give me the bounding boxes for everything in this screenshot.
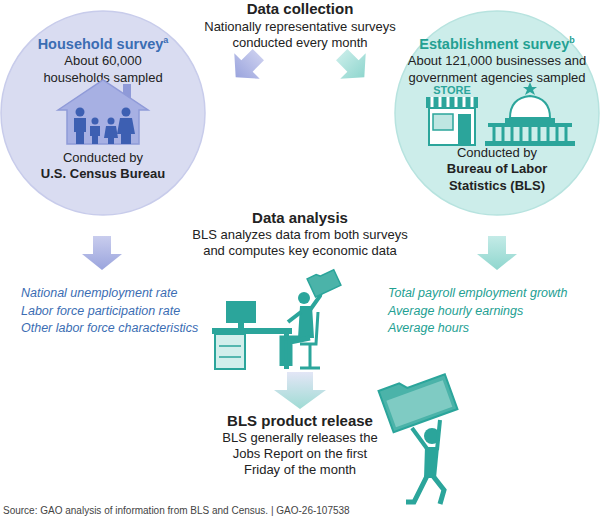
flow-arrow bbox=[477, 236, 517, 270]
section-heading: Data analysis bbox=[200, 210, 400, 226]
section-description: Nationally representative surveys conduc… bbox=[195, 19, 405, 51]
person-head bbox=[424, 428, 440, 444]
sample-size: About 121,000 businesses and government … bbox=[408, 53, 587, 85]
awning-stripes bbox=[432, 97, 472, 108]
person-body bbox=[74, 118, 86, 144]
folder bbox=[307, 267, 341, 297]
person-body bbox=[298, 306, 314, 338]
desk-drawers bbox=[215, 334, 245, 369]
establishment-statistic: Total payroll employment growth bbox=[388, 285, 598, 301]
text-row: U.S. Census Bureau bbox=[5, 165, 201, 182]
person-body bbox=[90, 126, 100, 144]
person-arm bbox=[310, 286, 322, 310]
analyst-illustration bbox=[212, 267, 341, 369]
source-caption: Source: GAO analysis of information from… bbox=[3, 504, 593, 518]
flow-arrow bbox=[82, 236, 122, 270]
text-row: Conducted by bbox=[399, 144, 595, 161]
establishment-statistic: Average hours bbox=[388, 320, 598, 336]
person-legs bbox=[282, 338, 310, 366]
folder-paper bbox=[386, 380, 452, 427]
store-sign: STORE bbox=[426, 82, 478, 98]
person-head bbox=[76, 108, 85, 117]
section-description: BLS analyzes data from both surveys and … bbox=[180, 227, 420, 259]
household-statistic: Other labor force characteristics bbox=[21, 320, 221, 336]
person-arms bbox=[412, 420, 440, 450]
section-heading: BLS product release bbox=[180, 413, 420, 429]
house-shape bbox=[58, 80, 148, 144]
text-row: Household surveya bbox=[5, 36, 201, 52]
store-wall bbox=[429, 108, 475, 145]
conductor-intro: Conducted by bbox=[63, 150, 143, 165]
capitol-icon bbox=[485, 82, 575, 146]
section-heading: Data collection bbox=[200, 1, 400, 17]
conductor-name: Bureau of Labor Statistics (BLS) bbox=[447, 161, 547, 193]
capitol-cornice bbox=[488, 123, 572, 127]
folder bbox=[379, 368, 458, 433]
folder-shape bbox=[307, 267, 341, 297]
conductor-name: U.S. Census Bureau bbox=[41, 166, 165, 181]
capitol-cornice bbox=[505, 118, 555, 123]
person-body bbox=[104, 126, 118, 144]
capitol-dome bbox=[510, 96, 550, 118]
survey-circle: Establishment surveybAbout 121,000 busin… bbox=[394, 10, 600, 216]
establishment-statistic: Average hourly earnings bbox=[388, 303, 598, 319]
text-row: Establishment surveyb bbox=[399, 36, 595, 52]
drawer-lines bbox=[219, 346, 241, 357]
text-row: Conducted by bbox=[5, 149, 201, 166]
sample-size: About 60,000 households sampled bbox=[43, 53, 162, 85]
store-window bbox=[433, 114, 453, 130]
footnote-marker: b bbox=[569, 35, 575, 45]
person-head bbox=[298, 292, 310, 304]
folder-carrier-illustration bbox=[379, 368, 458, 504]
capitol-columns bbox=[494, 127, 566, 141]
store-awning bbox=[426, 97, 478, 108]
house-icon bbox=[58, 80, 148, 144]
person-head bbox=[122, 108, 131, 117]
house-chimney bbox=[123, 84, 131, 100]
conductor-intro: Conducted by bbox=[457, 145, 537, 160]
desk-top bbox=[212, 328, 292, 334]
person-body bbox=[424, 447, 439, 478]
capitol-base bbox=[485, 141, 575, 146]
section-description: BLS generally releases the Jobs Report o… bbox=[219, 430, 381, 478]
capitol-star bbox=[523, 82, 537, 95]
survey-circle: Household surveyaAbout 60,000 households… bbox=[0, 10, 206, 216]
circle-shape bbox=[395, 11, 599, 215]
person-arm bbox=[288, 312, 301, 322]
store-icon bbox=[426, 97, 478, 145]
store-door bbox=[458, 114, 471, 145]
circle-shape bbox=[1, 11, 205, 215]
text-row: About 121,000 businesses and government … bbox=[399, 52, 595, 86]
survey-heading: Establishment survey bbox=[419, 36, 569, 52]
person-body bbox=[117, 118, 135, 144]
folder-shape bbox=[379, 368, 458, 433]
person-legs bbox=[406, 476, 444, 504]
flow-arrow bbox=[274, 372, 326, 409]
office-chair bbox=[300, 312, 320, 368]
household-statistic: National unemployment rate bbox=[21, 285, 221, 301]
desk-leg bbox=[284, 334, 289, 369]
survey-heading: Household survey bbox=[38, 36, 164, 52]
person-head bbox=[92, 118, 99, 125]
person-head bbox=[108, 118, 115, 125]
household-statistic: Labor force participation rate bbox=[21, 303, 221, 319]
monitor-stand bbox=[238, 323, 244, 328]
text-row: About 60,000 households sampled bbox=[38, 52, 168, 86]
text-row: Bureau of Labor Statistics (BLS) bbox=[435, 160, 559, 194]
computer-monitor bbox=[226, 301, 256, 323]
footnote-marker: a bbox=[163, 35, 168, 45]
